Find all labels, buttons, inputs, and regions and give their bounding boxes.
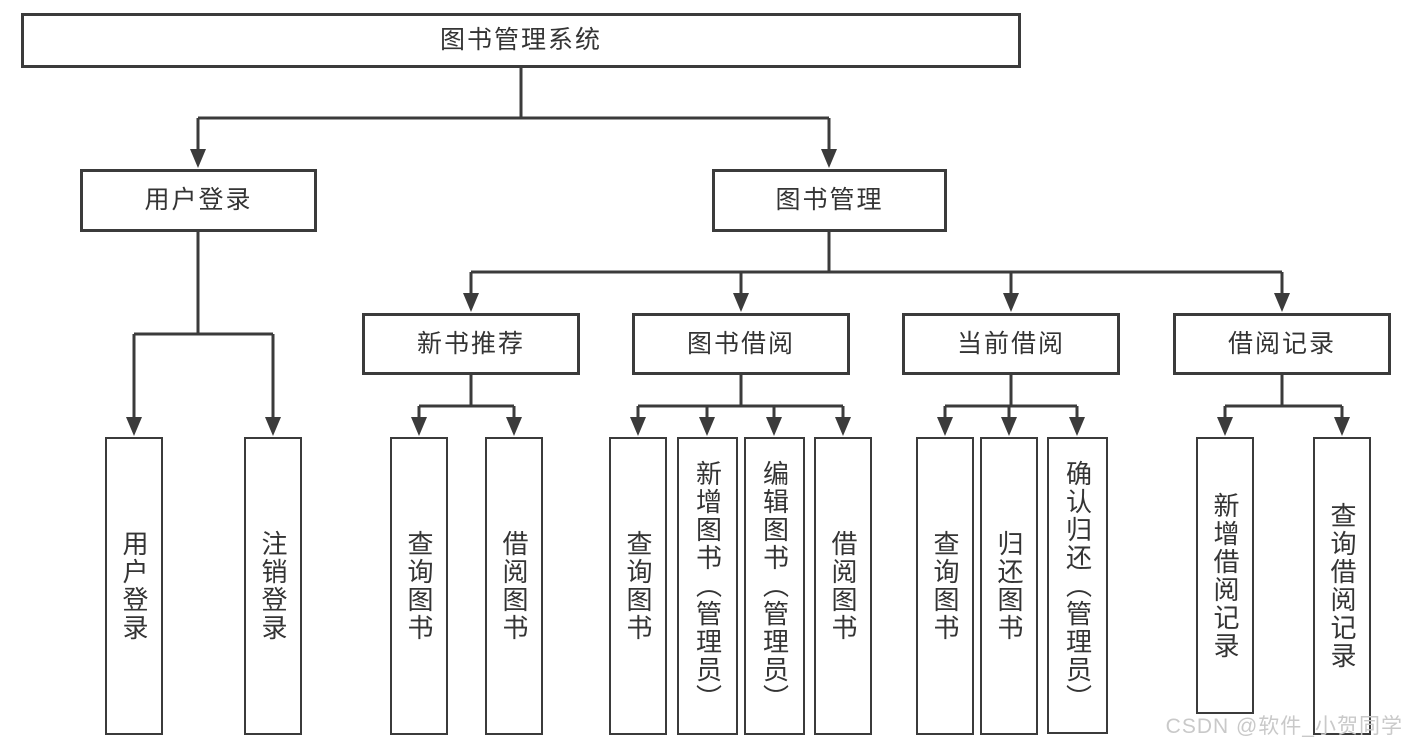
arrow-down-icon bbox=[1003, 293, 1019, 312]
leaf-add-book-admin: 新增图书（管理员） bbox=[677, 437, 738, 735]
leaf-edit-book-admin: 编辑图书（管理员） bbox=[744, 437, 805, 735]
leaf-borrow-books: 借阅图书 bbox=[814, 437, 872, 735]
arrow-down-icon bbox=[1334, 417, 1350, 436]
connector-root-to-level2 bbox=[196, 68, 831, 150]
node-user-login: 用户登录 bbox=[80, 169, 317, 232]
leaf-return-books: 归还图书 bbox=[980, 437, 1038, 735]
arrow-down-icon bbox=[265, 417, 281, 436]
node-current-borrow: 当前借阅 bbox=[902, 313, 1120, 375]
arrow-down-icon bbox=[463, 293, 479, 312]
arrow-down-icon bbox=[1274, 293, 1290, 312]
arrowheads bbox=[126, 149, 1350, 436]
arrow-down-icon bbox=[766, 417, 782, 436]
connector-login-to-leaves bbox=[132, 232, 275, 418]
leaf-query-books-recommend: 查询图书 bbox=[390, 437, 448, 735]
node-book-management: 图书管理 bbox=[712, 169, 947, 232]
leaf-confirm-return-admin: 确认归还（管理员） bbox=[1047, 437, 1108, 734]
arrow-down-icon bbox=[1069, 417, 1085, 436]
arrow-down-icon bbox=[190, 149, 206, 168]
node-book-borrow: 图书借阅 bbox=[632, 313, 850, 375]
connector-current-to-leaves bbox=[943, 375, 1079, 418]
arrow-down-icon bbox=[699, 417, 715, 436]
arrow-down-icon bbox=[835, 417, 851, 436]
node-root-system: 图书管理系统 bbox=[21, 13, 1021, 68]
arrow-down-icon bbox=[1001, 417, 1017, 436]
arrow-down-icon bbox=[821, 149, 837, 168]
node-new-book-recommend: 新书推荐 bbox=[362, 313, 580, 375]
leaf-query-books-current: 查询图书 bbox=[916, 437, 974, 735]
arrow-down-icon bbox=[506, 417, 522, 436]
leaf-logout: 注销登录 bbox=[244, 437, 302, 735]
connector-borrow-to-leaves bbox=[636, 375, 845, 418]
leaf-user-login: 用户登录 bbox=[105, 437, 163, 735]
leaf-query-books-borrow: 查询图书 bbox=[609, 437, 667, 735]
leaf-add-borrow-record: 新增借阅记录 bbox=[1196, 437, 1254, 714]
arrow-down-icon bbox=[630, 417, 646, 436]
leaf-query-borrow-record: 查询借阅记录 bbox=[1313, 437, 1371, 735]
connector-recommend-to-leaves bbox=[417, 375, 516, 418]
connector-records-to-leaves bbox=[1223, 375, 1344, 418]
csdn-watermark: CSDN @软件_小贺同学 bbox=[1165, 715, 1403, 738]
node-borrow-records: 借阅记录 bbox=[1173, 313, 1391, 375]
arrow-down-icon bbox=[126, 417, 142, 436]
connector-management-to-level3 bbox=[469, 232, 1284, 294]
arrow-down-icon bbox=[1217, 417, 1233, 436]
arrow-down-icon bbox=[411, 417, 427, 436]
leaf-borrow-books-recommend: 借阅图书 bbox=[485, 437, 543, 735]
arrow-down-icon bbox=[937, 417, 953, 436]
arrow-down-icon bbox=[733, 293, 749, 312]
